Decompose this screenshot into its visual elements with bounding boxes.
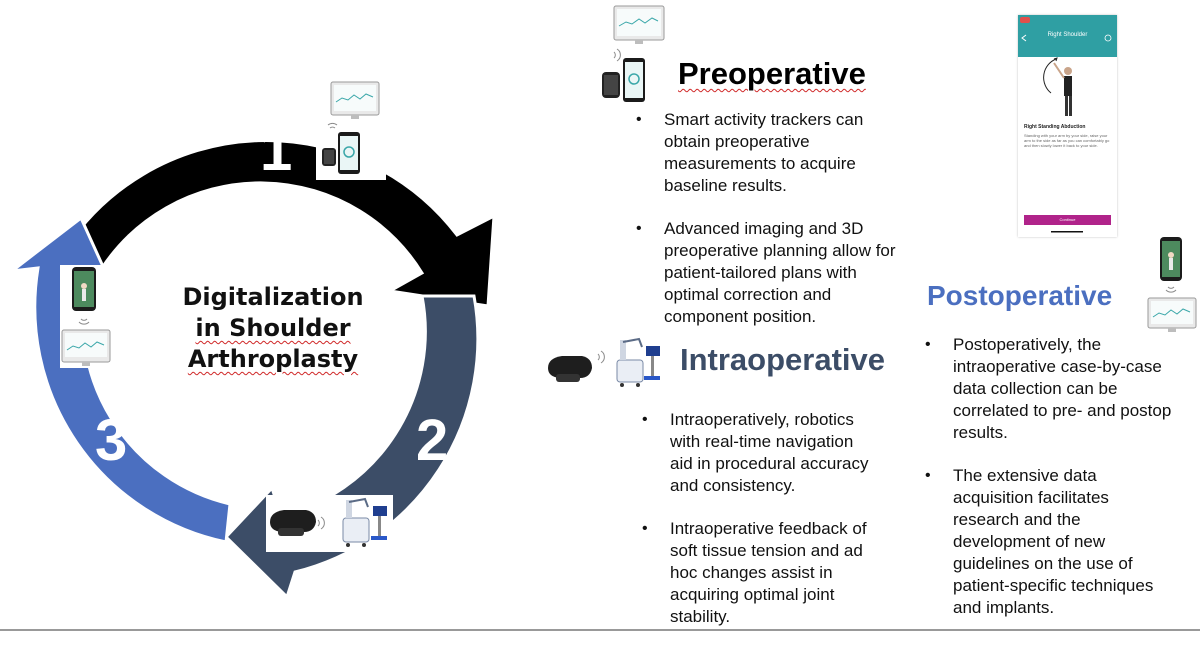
intraoperative-bullet-2: Intraoperative feedback of soft tissue t… <box>642 518 880 628</box>
preoperative-heading: Preoperative <box>678 56 866 91</box>
cycle-arrow-1 <box>63 139 496 308</box>
step3-devices-image <box>60 265 112 368</box>
phone-app-screenshot: Right Shoulder Right Standing Abduction … <box>1018 15 1117 237</box>
smartwatch-icon <box>322 148 336 166</box>
step-number-2: 2 <box>416 408 449 473</box>
intraoperative-bullet-1: Intraoperatively, robotics with real-tim… <box>642 409 880 497</box>
cycle-diagram <box>0 5 1200 631</box>
app-illustration <box>1020 17 1112 233</box>
postoperative-bullets: Postoperatively, the intraoperative case… <box>925 334 1178 640</box>
smartphone-icon <box>1160 237 1182 281</box>
cycle-arrow-3 <box>6 215 232 544</box>
app-exercise-name: Right Standing Abduction <box>1024 124 1086 130</box>
step-number-3: 3 <box>95 408 128 473</box>
wifi-signal-icon <box>597 350 605 364</box>
app-continue-button[interactable]: Continue <box>1024 215 1111 225</box>
vr-headset-icon <box>270 510 316 536</box>
monitor-icon <box>61 329 111 366</box>
preoperative-bullets: Smart activity trackers can obtain preop… <box>636 109 904 349</box>
monitor-icon <box>330 81 380 119</box>
monitor-icon <box>613 5 665 44</box>
preoperative-bullet-2: Advanced imaging and 3D preoperative pla… <box>636 218 904 328</box>
smartwatch-icon <box>602 72 620 98</box>
smartphone-icon <box>72 267 96 311</box>
wifi-signal-icon <box>327 122 338 129</box>
intraoperative-heading: Intraoperative <box>680 342 886 377</box>
title-line-2: in Shoulder <box>195 314 351 342</box>
smartphone-icon <box>338 132 360 174</box>
vr-headset-icon <box>548 356 592 382</box>
app-title: Right Shoulder <box>1047 32 1088 38</box>
wifi-signal-icon <box>613 48 621 62</box>
postop-devices-image <box>1147 237 1197 332</box>
wifi-signal-icon <box>317 516 325 530</box>
preop-devices-image <box>602 5 665 102</box>
wifi-signal-icon <box>1165 286 1177 293</box>
intraoperative-bullets: Intraoperatively, robotics with real-tim… <box>642 409 880 649</box>
title-line-3: Arthroplasty <box>187 345 359 373</box>
monitor-icon <box>1147 297 1197 332</box>
surgical-robot-icon <box>342 497 387 547</box>
cycle-center-title: Digitalization in Shoulder Arthroplasty <box>148 282 398 375</box>
surgical-robot-icon <box>616 337 660 387</box>
smartphone-icon <box>623 58 645 102</box>
title-line-1: Digitalization <box>182 283 364 311</box>
postoperative-heading: Postoperative <box>927 280 1113 311</box>
app-exercise-instructions: Standing with your arm by your side, rai… <box>1024 133 1110 148</box>
intraop-devices-image <box>548 337 660 387</box>
step1-devices-image <box>316 80 386 180</box>
step-number-1: 1 <box>260 118 293 183</box>
postoperative-bullet-1: Postoperatively, the intraoperative case… <box>925 334 1178 444</box>
postoperative-bullet-2: The extensive data acquisition facilitat… <box>925 465 1178 619</box>
step2-robot-image <box>266 495 393 552</box>
wifi-signal-icon <box>78 318 90 325</box>
preoperative-bullet-1: Smart activity trackers can obtain preop… <box>636 109 904 197</box>
app-header <box>1018 15 1117 57</box>
